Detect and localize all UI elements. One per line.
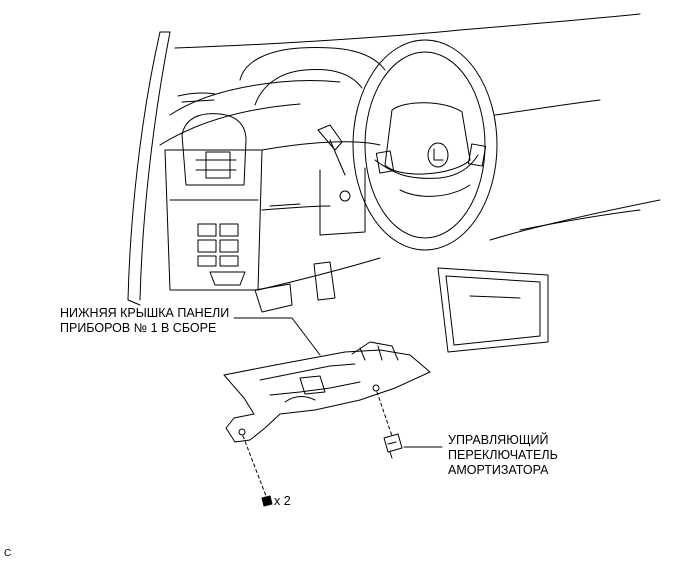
dash-right xyxy=(489,99,661,241)
lower-cover-label: НИЖНЯЯ КРЫШКА ПАНЕЛИ ПРИБОРОВ № 1 В СБОР… xyxy=(60,306,229,336)
lexus-emblem-icon xyxy=(433,148,444,161)
windshield-edge xyxy=(174,13,641,49)
center-console-left xyxy=(164,149,263,291)
installation-lines xyxy=(242,391,393,497)
a-pillar xyxy=(127,31,171,306)
switch-label: УПРАВЛЯЮЩИЙ ПЕРЕКЛЮЧАТЕЛЬ АМОРТИЗАТОРА xyxy=(448,433,558,478)
left-air-vent xyxy=(181,113,247,186)
knee-panel-opening xyxy=(437,267,549,353)
pedals xyxy=(254,261,336,313)
switch-label-line1: УПРАВЛЯЮЩИЙ xyxy=(448,433,549,447)
cover-leader-line xyxy=(233,317,321,356)
figure-code: C xyxy=(4,548,12,559)
bolt-quantity: x 2 xyxy=(274,494,291,508)
steering-wheel xyxy=(352,39,498,251)
lower-panel-cover xyxy=(223,341,431,443)
steering-column xyxy=(317,124,366,236)
switch-icon xyxy=(383,433,403,459)
lower-cover-label-line2: ПРИБОРОВ № 1 В СБОРЕ xyxy=(60,321,217,335)
dashboard-top xyxy=(159,47,386,146)
lower-cover-label-line1: НИЖНЯЯ КРЫШКА ПАНЕЛИ xyxy=(60,306,230,320)
bolt-icon xyxy=(261,495,273,507)
switch-label-line2: ПЕРЕКЛЮЧАТЕЛЬ xyxy=(448,448,558,462)
switch-label-line3: АМОРТИЗАТОРА xyxy=(448,463,549,477)
dash-lower xyxy=(257,141,381,291)
